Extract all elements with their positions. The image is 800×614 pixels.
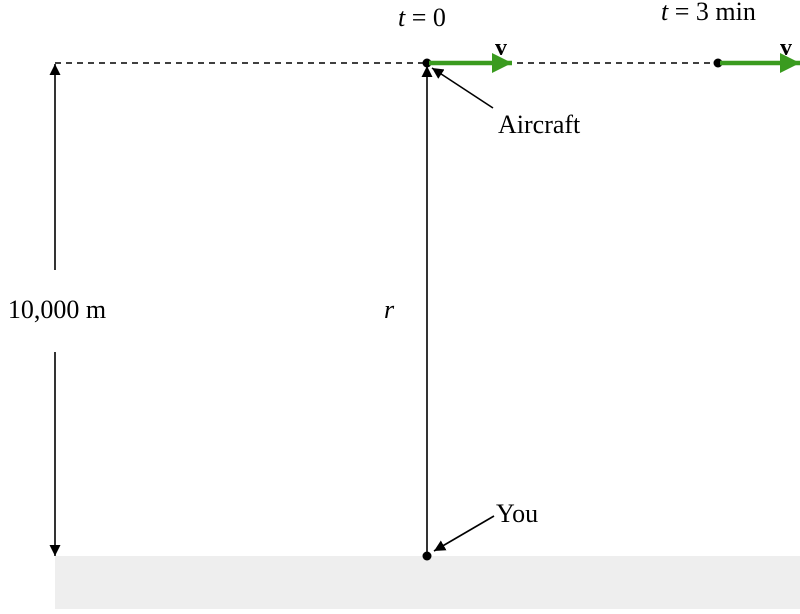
time-label-t3: t = 3 min (661, 0, 756, 26)
observer-pointer-arrow (433, 515, 495, 552)
aircraft-pointer-arrow (431, 67, 494, 109)
altitude-label: 10,000 m (8, 295, 106, 324)
distance-r-label: r (384, 295, 395, 324)
aircraft-label: Aircraft (498, 110, 581, 139)
time-value-t0: = 0 (405, 3, 446, 32)
time-var-t3: t (661, 0, 669, 26)
observer-dot (422, 551, 432, 561)
velocity-label-t3: v (780, 35, 792, 61)
time-var-t0: t (398, 3, 406, 32)
ground-strip (55, 556, 800, 609)
observer-label: You (496, 499, 538, 528)
time-value-t3: = 3 min (668, 0, 756, 26)
time-label-t0: t = 0 (398, 3, 446, 32)
velocity-label-t0: v (495, 35, 507, 61)
